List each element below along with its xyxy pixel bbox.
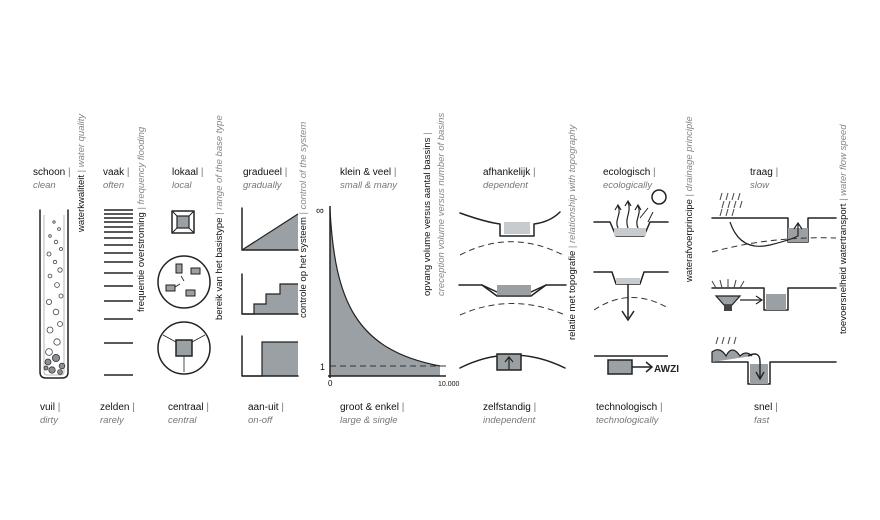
axis-one-label: 1 [320, 362, 325, 372]
col5-bottom-sublabel: large & single [340, 415, 398, 426]
water-quality-tube-icon [39, 209, 69, 379]
col7-bottom-label: technologisch | [596, 402, 663, 413]
col1-bottom-sublabel: dirty [40, 415, 58, 426]
col1-top-sublabel: clean [33, 180, 56, 191]
col7-top-sublabel: ecologically [603, 180, 653, 191]
col8-bottom-label: snel | [754, 402, 778, 413]
col5-top-label: klein & veel | [340, 167, 397, 178]
col4-bottom-sublabel: on-off [248, 415, 273, 426]
independent-basin-icon [459, 353, 566, 371]
volume-basins-curve: ∞ 1 0 10.000 [316, 205, 460, 388]
on-off-control-graph-icon [241, 335, 299, 377]
col3-top-label: lokaal | [172, 167, 204, 178]
central-basin-icon [157, 321, 211, 375]
regional-basins-icon [157, 255, 211, 309]
col6-top-label: afhankelijk | [483, 167, 536, 178]
infiltration-drainage-icon [593, 271, 669, 322]
col4-bottom-label: aan-uit | [248, 402, 284, 413]
axis-zero-label: 0 [328, 379, 333, 388]
gradual-control-graph-icon [241, 207, 299, 251]
col8-top-label: traag | [750, 167, 779, 178]
col3-bottom-sublabel: central [168, 415, 197, 426]
col5-bottom-label: groot & enkel | [340, 402, 405, 413]
mixed-basin-icon [458, 284, 567, 316]
col3-top-sublabel: local [172, 180, 192, 191]
col4-top-label: gradueel | [243, 167, 288, 178]
col6-bottom-label: zelfstandig | [483, 402, 537, 413]
medium-flow-icon [711, 279, 837, 311]
col6-bottom-sublabel: independent [483, 415, 536, 426]
axis-infinity-label: ∞ [316, 205, 324, 217]
local-basin-icon [171, 210, 195, 234]
col1-bottom-label: vuil | [40, 402, 61, 413]
stepped-control-graph-icon [241, 273, 299, 315]
col8-top-sublabel: slow [750, 180, 770, 191]
col2-bottom-sublabel: rarely [100, 415, 124, 426]
col7-bottom-sublabel: technologically [596, 415, 659, 426]
col5-top-sublabel: small & many [340, 180, 398, 191]
slow-flow-icon [711, 192, 837, 253]
col3-bottom-label: centraal | [168, 402, 209, 413]
col4-top-sublabel: gradually [243, 180, 282, 191]
ecological-drainage-icon [593, 189, 669, 237]
treatment-plant-label: AWZI [654, 364, 679, 375]
technological-drainage-icon: AWZI [594, 355, 679, 375]
col1-top-label: schoon | [33, 167, 71, 178]
frequency-lines-icon [104, 209, 133, 376]
col2-top-label: vaak | [103, 167, 130, 178]
axis-end-label: 10.000 [438, 381, 460, 388]
col2-bottom-label: zelden | [100, 402, 135, 413]
col8-bottom-sublabel: fast [754, 415, 770, 426]
col7-top-label: ecologisch | [603, 167, 656, 178]
fast-flow-icon [711, 336, 837, 385]
col2-top-sublabel: often [103, 180, 125, 191]
col6-top-sublabel: dependent [483, 180, 528, 191]
dependent-basin-icon [459, 211, 566, 257]
